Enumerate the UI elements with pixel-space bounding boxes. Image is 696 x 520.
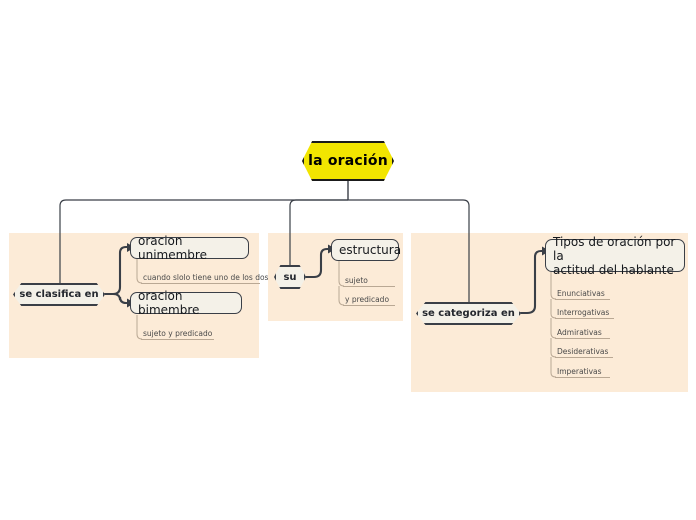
topic-oracion-bimembre[interactable]: oracion bimembre: [130, 289, 242, 317]
leaf-sujeto-y-predicado[interactable]: sujeto y predicado: [141, 328, 214, 340]
leaf-enunciativas[interactable]: Enunciativas: [555, 288, 610, 300]
root-node[interactable]: la oración: [302, 141, 394, 181]
leaf-imperativas[interactable]: Imperativas: [555, 366, 610, 378]
leaf-label: Interrogativas: [557, 308, 610, 317]
relation-label: se categoriza en: [422, 308, 515, 319]
topic-oracion-unimembre[interactable]: oracion unimembre: [130, 234, 249, 262]
relation-label: se clasifica en: [19, 289, 99, 300]
leaf-label: Desiderativas: [557, 347, 609, 356]
leaf-interrogativas[interactable]: Interrogativas: [555, 307, 614, 319]
leaf-label: cuando slolo tiene uno de los dos: [143, 273, 269, 282]
topic-label: estructura: [339, 243, 402, 257]
relation-se-clasifica-en[interactable]: se clasifica en: [13, 283, 105, 306]
relation-se-categoriza-en[interactable]: se categoriza en: [416, 302, 521, 325]
topic-label: oracion unimembre: [138, 234, 207, 262]
leaf-sujeto[interactable]: sujeto: [343, 275, 395, 287]
leaf-label: Imperativas: [557, 367, 602, 376]
topic-label: Tipos de oración por la actitud del habl…: [553, 234, 676, 277]
relation-label: su: [283, 271, 297, 283]
root-node-label: la oración: [308, 153, 388, 169]
leaf-label: sujeto y predicado: [143, 329, 213, 338]
topic-tipos-de-oracion[interactable]: Tipos de oración por la actitud del habl…: [545, 235, 685, 277]
leaf-label: y predicado: [345, 295, 390, 304]
topic-label: oracion bimembre: [138, 289, 200, 317]
topic-estructura[interactable]: estructura: [331, 239, 402, 261]
leaf-admirativas[interactable]: Admirativas: [555, 327, 610, 339]
leaf-label: Admirativas: [557, 328, 602, 337]
leaf-label: sujeto: [345, 276, 368, 285]
leaf-y-predicado[interactable]: y predicado: [343, 294, 395, 306]
leaf-desiderativas[interactable]: Desiderativas: [555, 346, 613, 358]
relation-su[interactable]: su: [274, 265, 306, 289]
leaf-label: Enunciativas: [557, 289, 605, 298]
leaf-cuando-solo-tiene-uno[interactable]: cuando slolo tiene uno de los dos: [141, 272, 268, 284]
